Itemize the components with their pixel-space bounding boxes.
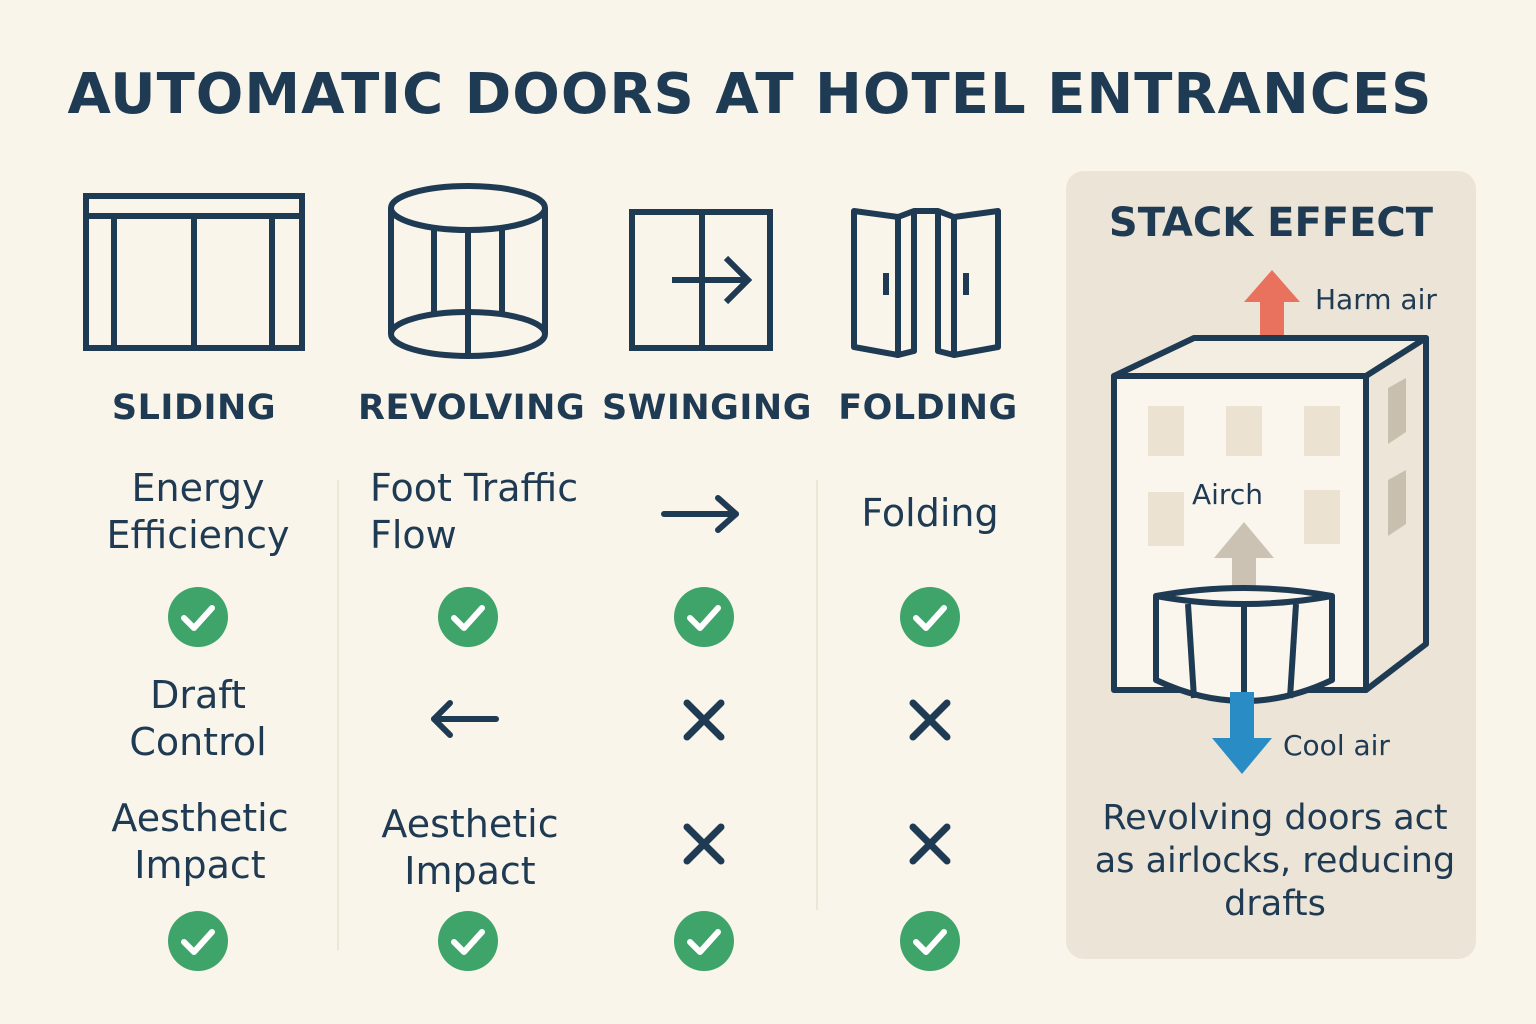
folding-door-icon xyxy=(851,208,1001,358)
cross-icon xyxy=(909,699,951,741)
building-stack-effect-illustration xyxy=(1111,270,1429,774)
criterion-foot-traffic-flow: Foot Traffic Flow xyxy=(370,466,579,557)
inside-air-label: Airch xyxy=(1192,478,1263,511)
page-title: AUTOMATIC DOORS AT HOTEL ENTRANCES xyxy=(67,62,1433,127)
check-icon xyxy=(674,911,734,971)
check-icon xyxy=(438,587,498,647)
warm-air-arrow-icon xyxy=(1244,270,1300,362)
criterion-energy-efficiency: Energy Efficiency xyxy=(106,466,290,557)
criterion-draft-control: Draft Control xyxy=(129,673,267,764)
label-sliding: SLIDING xyxy=(111,388,277,428)
criterion-aesthetic-impact-revolving: Aesthetic Impact xyxy=(381,802,559,893)
stack-effect-title: STACK EFFECT xyxy=(1108,200,1434,246)
check-icon xyxy=(438,911,498,971)
cool-air-arrow-icon xyxy=(1212,692,1272,774)
check-icon xyxy=(900,911,960,971)
label-folding: FOLDING xyxy=(838,388,1018,428)
cool-air-label: Cool air xyxy=(1283,729,1390,762)
arrow-right-icon xyxy=(661,495,739,533)
stack-effect-caption: Revolving doors act as airlocks, reducin… xyxy=(1094,798,1456,924)
label-swinging: SWINGING xyxy=(602,388,812,428)
check-icon xyxy=(168,911,228,971)
revolving-door-icon xyxy=(388,183,548,359)
check-icon xyxy=(168,587,228,647)
check-icon xyxy=(674,587,734,647)
arrow-left-icon xyxy=(431,700,499,738)
criterion-folding: Folding xyxy=(861,491,999,535)
cross-icon xyxy=(909,823,951,865)
cross-icon xyxy=(683,823,725,865)
check-icon xyxy=(900,587,960,647)
swinging-door-icon xyxy=(629,209,773,351)
sliding-door-icon xyxy=(83,193,305,351)
cross-icon xyxy=(683,699,725,741)
warm-air-label: Harm air xyxy=(1315,283,1437,316)
label-revolving: REVOLVING xyxy=(358,388,586,428)
column-divider xyxy=(337,480,339,950)
column-divider xyxy=(816,480,818,910)
criterion-aesthetic-impact: Aesthetic Impact xyxy=(111,796,289,887)
